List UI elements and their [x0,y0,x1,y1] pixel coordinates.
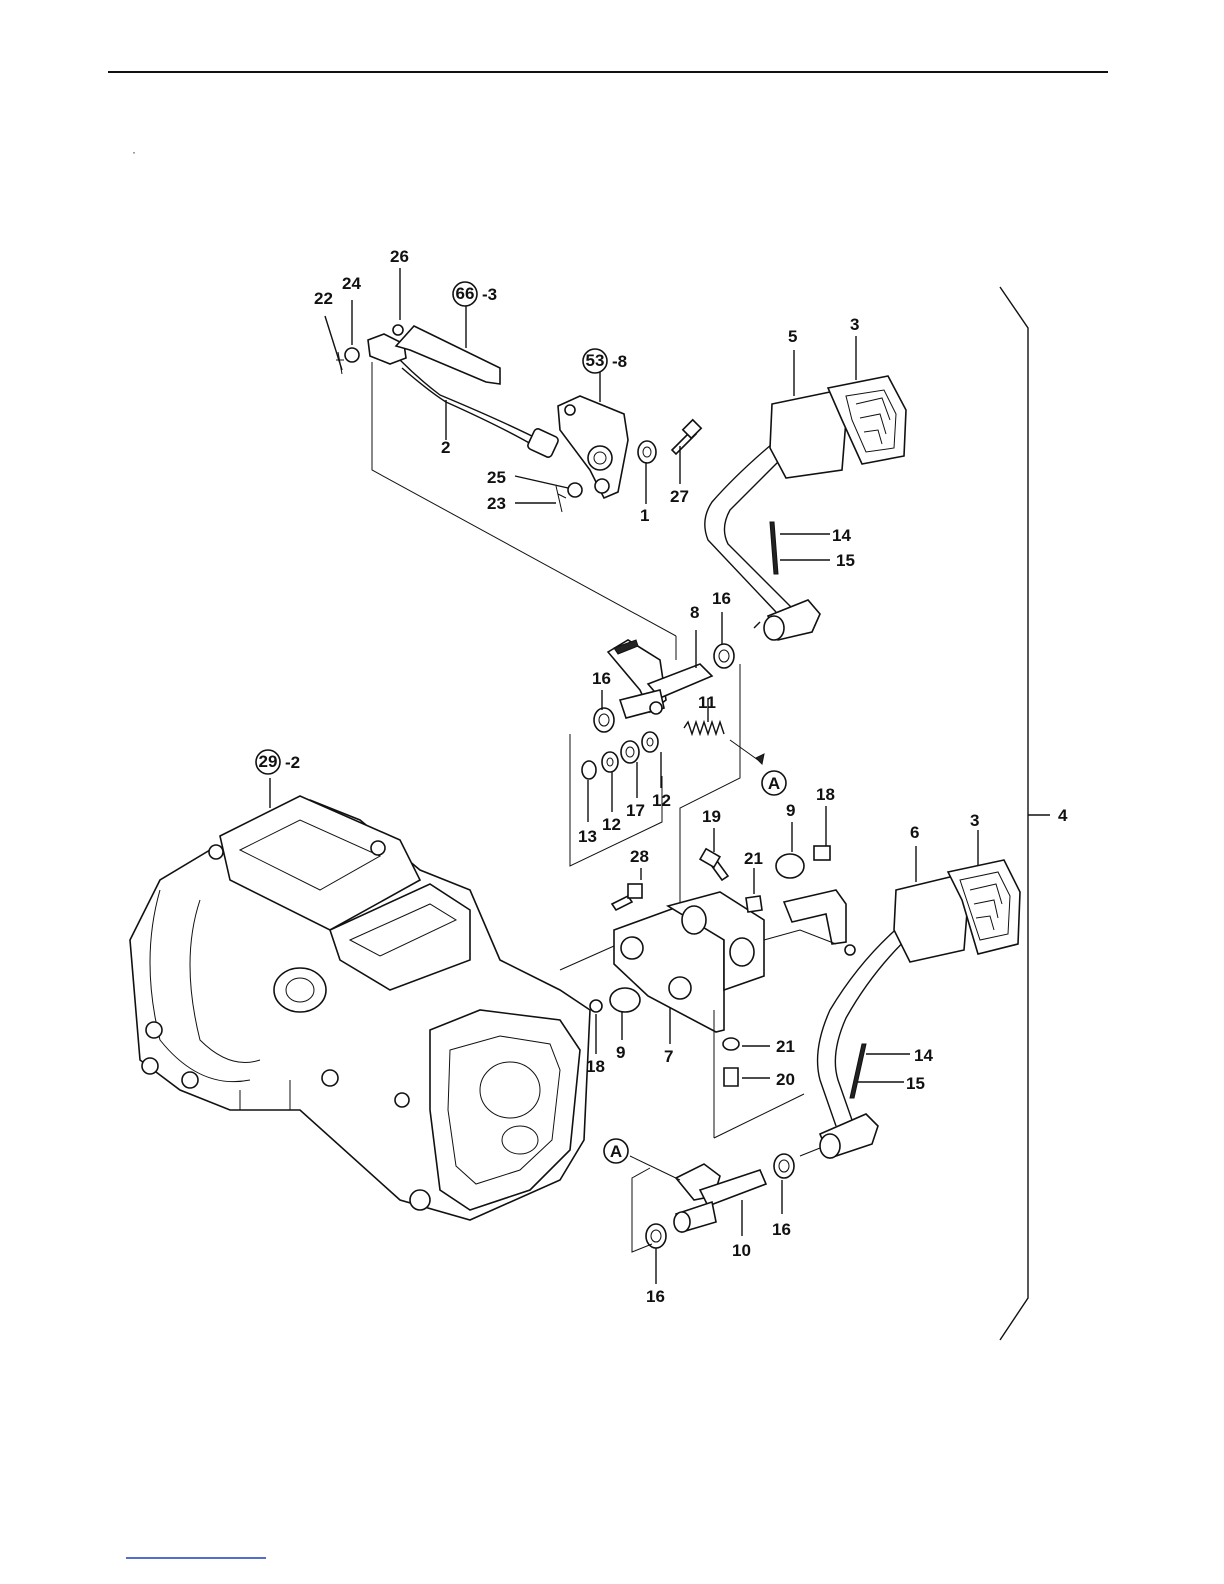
connector-a-lower: A [604,1139,628,1163]
bolt-icon [672,420,701,454]
pedal-bracket-icon [614,890,855,1032]
stray-mark: · [132,145,136,159]
svg-text:66: 66 [456,284,475,303]
label-7: 7 [664,1047,673,1066]
ref-callout-53: 53 -8 [583,349,627,373]
label-25: 25 [487,468,506,487]
svg-text:A: A [610,1142,622,1161]
label-15-top: 15 [836,551,855,570]
clutch-pedal-icon [705,376,906,640]
label-27: 27 [670,487,689,506]
label-13: 13 [578,827,597,846]
label-16-c: 16 [772,1220,791,1239]
label-16-b: 16 [592,669,611,688]
connector-a-upper: A [762,771,786,795]
label-15-bottom: 15 [906,1074,925,1093]
label-3-bottom: 3 [970,811,979,830]
label-18-a: 18 [816,785,835,804]
transmission-housing-icon [130,796,590,1220]
label-12-a: 12 [602,815,621,834]
label-21-b: 21 [776,1037,795,1056]
label-14-top: 14 [832,526,851,545]
label-28: 28 [630,847,649,866]
spring-icon [684,722,724,734]
label-17: 17 [626,801,645,820]
label-3-top: 3 [850,315,859,334]
label-8: 8 [690,603,699,622]
label-1: 1 [640,506,649,525]
ref-callout-29: 29 -2 [256,750,300,774]
label-19: 19 [702,807,721,826]
brake-pedal-icon [818,860,1020,1158]
support-plate-icon [558,396,628,498]
label-10: 10 [732,1241,751,1260]
svg-text:A: A [768,774,780,793]
label-24: 24 [342,274,361,293]
svg-text:29: 29 [259,752,278,771]
ref-callout-66: 66 -3 [453,282,497,306]
label-5: 5 [788,327,797,346]
clip-pin-icon [556,486,566,512]
label-9-a: 9 [786,801,795,820]
label-4: 4 [1058,806,1068,825]
label-12-b: 12 [652,791,671,810]
label-20: 20 [776,1070,795,1089]
label-2: 2 [441,438,450,457]
link-rod-icon [368,325,559,458]
label-26: 26 [390,247,409,266]
label-16-a: 16 [712,589,731,608]
svg-text:-3: -3 [482,285,497,304]
label-16-d: 16 [646,1287,665,1306]
label-14-bottom: 14 [914,1046,933,1065]
label-23: 23 [487,494,506,513]
label-21-a: 21 [744,849,763,868]
svg-text:-2: -2 [285,753,300,772]
assembly-bracket [1000,287,1028,1340]
label-18-b: 18 [586,1057,605,1076]
svg-text:-8: -8 [612,352,627,371]
label-6: 6 [910,823,919,842]
label-22: 22 [314,289,333,308]
small-washers-icon [582,732,658,779]
label-11: 11 [698,693,716,712]
svg-text:53: 53 [586,351,605,370]
label-9-b: 9 [616,1043,625,1062]
